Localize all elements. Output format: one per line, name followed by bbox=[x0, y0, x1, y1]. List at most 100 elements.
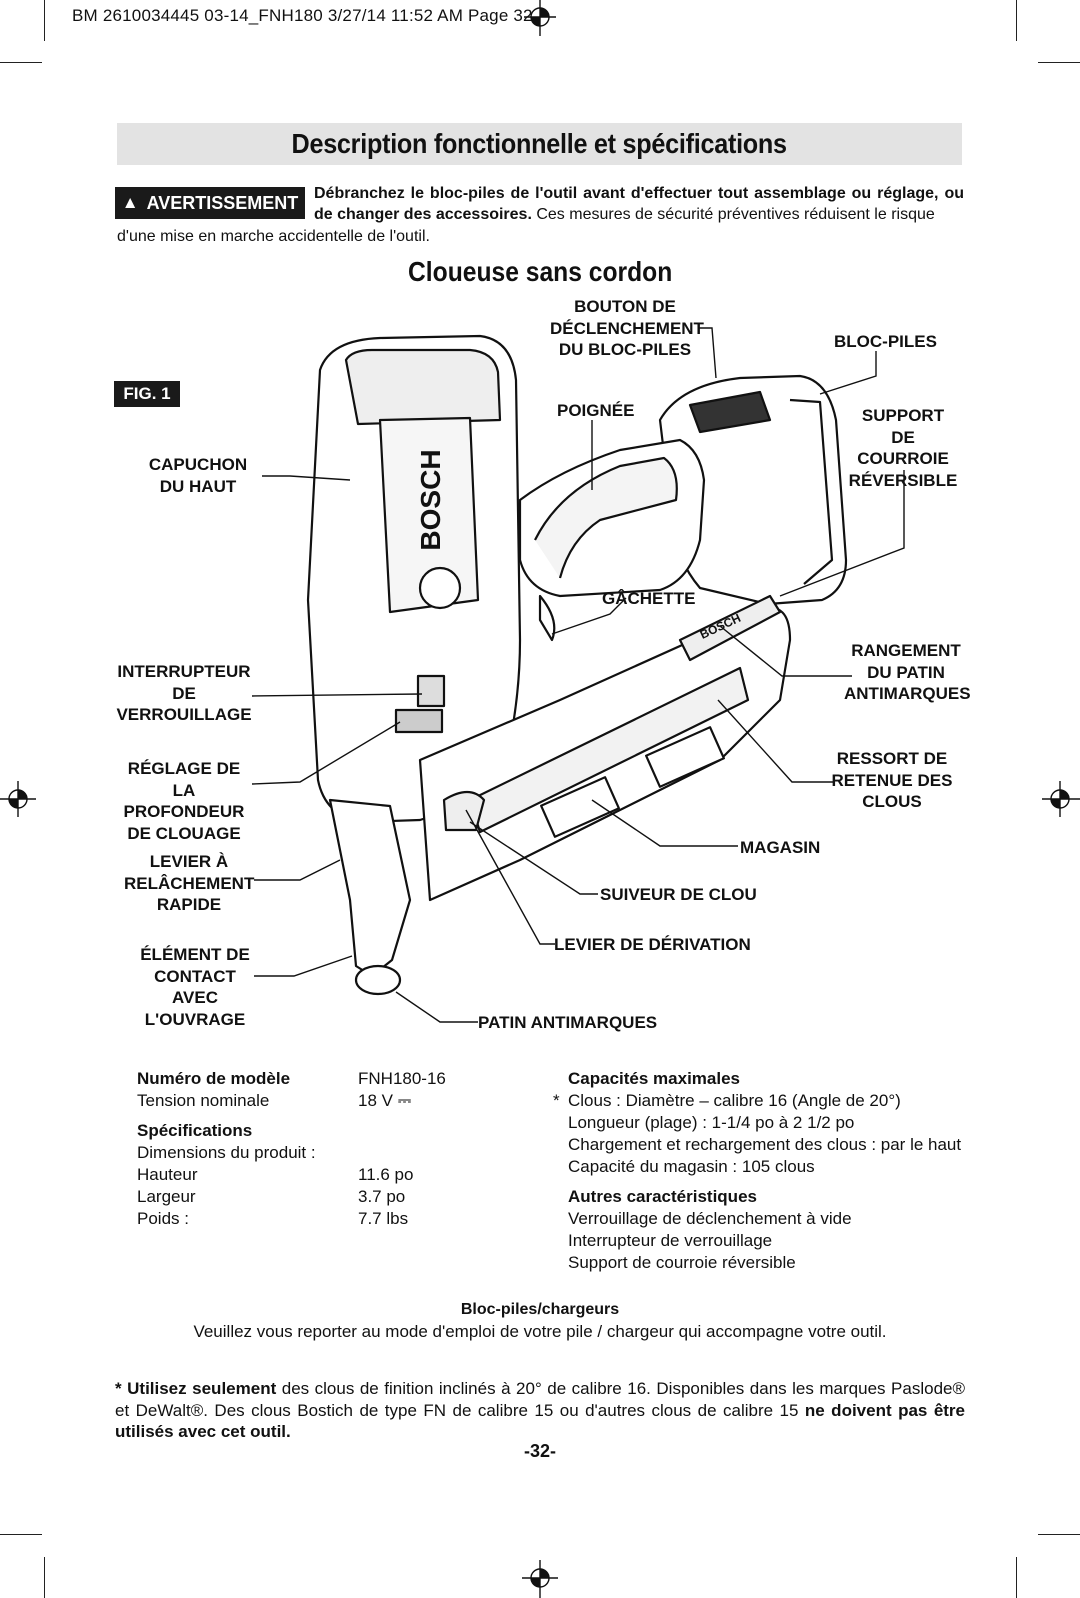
nose-piece bbox=[328, 798, 412, 978]
callout-line: BOUTON DE bbox=[574, 297, 676, 316]
callout-line: CONTACT AVEC bbox=[154, 966, 236, 1008]
figure-subtitle: Cloueuse sans cordon bbox=[0, 256, 1080, 288]
callout-line: RELÂCHEMENT bbox=[124, 873, 255, 893]
other-heading: Autres caractéristiques bbox=[568, 1186, 757, 1208]
capacity-asterisk: * bbox=[553, 1091, 560, 1110]
depth-adjust bbox=[394, 708, 444, 734]
spec-weight-value: 7.7 lbs bbox=[358, 1209, 409, 1228]
nail-pusher bbox=[442, 790, 486, 832]
warning-badge: ▲ AVERTISSEMENT bbox=[115, 187, 305, 219]
warning-plain-text: Ces mesures de sécurité préventives rédu… bbox=[531, 206, 935, 223]
callout-line: CLOUS bbox=[862, 792, 922, 811]
footnote-star: * bbox=[115, 1379, 128, 1398]
footnote-bold-1: Utilisez seulement bbox=[127, 1379, 277, 1398]
spec-width-value: 3.7 po bbox=[358, 1187, 406, 1206]
callout-pad-storage: RANGEMENT DU PATIN ANTIMARQUES bbox=[844, 640, 971, 705]
capacity-item: Chargement et rechargement des clous : p… bbox=[568, 1135, 962, 1154]
trigger bbox=[538, 594, 556, 642]
footnote-bold-2: ne doivent pas être utilisés avec cet ou… bbox=[115, 1400, 966, 1442]
callout-handle: POIGNÉE bbox=[557, 401, 635, 420]
spec-weight-label: Poids : bbox=[137, 1209, 189, 1228]
section-title: Description fonctionnelle et spécificati… bbox=[291, 128, 788, 159]
callout-line: LA PROFONDEUR bbox=[123, 780, 245, 822]
callout-line: DE CLOUAGE bbox=[127, 823, 241, 843]
figure-label: FIG. 1 bbox=[114, 381, 180, 407]
warning-triangle-icon: ▲ bbox=[121, 193, 139, 212]
callout-bypass-lever: LEVIER DE DÉRIVATION bbox=[554, 935, 751, 954]
callout-line: RÉGLAGE DE bbox=[127, 759, 241, 778]
callout-no-mar-pad: PATIN ANTIMARQUES bbox=[478, 1013, 658, 1032]
no-mar-pad bbox=[354, 964, 402, 996]
spec-width-label: Largeur bbox=[137, 1187, 196, 1206]
callout-line: RANGEMENT bbox=[851, 641, 961, 660]
battery-text: Veuillez vous reporter au mode d'emploi … bbox=[193, 1322, 887, 1341]
callout-nail-pusher: SUIVEUR DE CLOU bbox=[600, 885, 757, 904]
capacity-item: Longueur (plage) : 1-1/4 po à 2 1/2 po bbox=[568, 1113, 855, 1132]
callout-top-cap: CAPUCHON DU HAUT bbox=[148, 454, 248, 497]
footnote: * Utilisez seulement des clous de finiti… bbox=[115, 1378, 965, 1443]
footnote-text: des clous de finition inclinés à 20° de … bbox=[115, 1379, 965, 1420]
other-item: Verrouillage de déclenchement à vide bbox=[568, 1209, 852, 1228]
leader-lines bbox=[251, 327, 905, 1023]
warning-badge-label: AVERTISSEMENT bbox=[146, 192, 299, 213]
callout-line: RESSORT DE bbox=[836, 749, 948, 768]
other-item: Interrupteur de verrouillage bbox=[568, 1231, 773, 1250]
callout-line: ANTIMARQUES bbox=[844, 684, 971, 703]
callout-line: SUPPORT DE bbox=[861, 406, 945, 447]
callout-battery-pack: BLOC-PILES bbox=[834, 332, 937, 351]
spec-height-label: Hauteur bbox=[137, 1165, 198, 1184]
spec-heading: Spécifications bbox=[137, 1120, 252, 1142]
callout-belt-hook: SUPPORT DE COURROIE RÉVERSIBLE bbox=[848, 405, 958, 491]
callout-depth-adjust: RÉGLAGE DE LA PROFONDEUR DE CLOUAGE bbox=[114, 758, 254, 844]
spec-model-label: Numéro de modèle bbox=[137, 1068, 290, 1090]
callout-quick-release: LEVIER À RELÂCHEMENT RAPIDE bbox=[124, 851, 254, 916]
callout-line: RÉVERSIBLE bbox=[848, 470, 958, 490]
capacity-heading-text: Capacités maximales bbox=[568, 1069, 740, 1088]
callout-line: ÉLÉMENT DE bbox=[140, 945, 250, 964]
callout-battery-release: BOUTON DE DÉCLENCHEMENT DU BLOC-PILES bbox=[550, 296, 704, 361]
spec-voltage-value: 18 V ⎓ bbox=[358, 1091, 412, 1110]
callout-line: VERROUILLAGE bbox=[116, 705, 252, 724]
battery-heading: Bloc-piles/chargeurs bbox=[460, 1301, 620, 1318]
page-number: -32- bbox=[523, 1441, 556, 1461]
callout-line: DÉCLENCHEMENT bbox=[550, 318, 704, 338]
capacity-heading: Capacités maximales bbox=[568, 1068, 740, 1090]
spec-voltage-label: Tension nominale bbox=[137, 1091, 270, 1110]
callout-line: RETENUE DES bbox=[831, 770, 953, 790]
capacity-item: Clous : Diamètre – calibre 16 (Angle de … bbox=[568, 1091, 901, 1110]
spec-height-value: 11.6 po bbox=[358, 1165, 414, 1184]
callout-line: INTERRUPTEUR DE bbox=[117, 662, 251, 703]
warning-bold-text: Débranchez le bloc-piles de l'outil avan… bbox=[314, 185, 964, 223]
callout-line: COURROIE bbox=[857, 449, 949, 468]
callout-line: RAPIDE bbox=[156, 895, 222, 914]
callout-lockout-switch: INTERRUPTEUR DE VERROUILLAGE bbox=[104, 661, 264, 726]
callout-trigger: GÂCHETTE bbox=[602, 589, 696, 608]
spec-heading-text: Spécifications bbox=[137, 1121, 253, 1140]
callout-line: LEVIER À bbox=[149, 852, 229, 871]
section-title-bar: Description fonctionnelle et spécificati… bbox=[117, 123, 962, 165]
warning-continuation: d'une mise en marche accidentelle de l'o… bbox=[117, 228, 430, 245]
lockout-switch bbox=[416, 674, 446, 708]
figure-subtitle-text: Cloueuse sans cordon bbox=[407, 256, 673, 287]
spec-model-label-text: Numéro de modèle bbox=[137, 1069, 291, 1088]
other-item: Support de courroie réversible bbox=[568, 1253, 796, 1272]
warning-text: Débranchez le bloc-piles de l'outil avan… bbox=[314, 183, 964, 225]
callout-magazine: MAGASIN bbox=[740, 838, 821, 857]
print-slug: BM 2610034445 03-14_FNH180 3/27/14 11:52… bbox=[72, 6, 533, 25]
brand-mark-body: BOSCH bbox=[415, 449, 446, 550]
callout-line: DU PATIN bbox=[867, 662, 945, 682]
callout-contact-element: ÉLÉMENT DE CONTACT AVEC L'OUVRAGE bbox=[132, 944, 258, 1030]
callout-line: CAPUCHON bbox=[148, 455, 248, 474]
callout-nail-retainer: RESSORT DE RETENUE DES CLOUS bbox=[830, 748, 954, 813]
spec-model-value: FNH180-16 bbox=[358, 1069, 446, 1088]
brand-badge bbox=[418, 566, 462, 610]
callout-line: L'OUVRAGE bbox=[144, 1009, 246, 1029]
callout-line: DU HAUT bbox=[159, 476, 237, 496]
other-heading-text: Autres caractéristiques bbox=[568, 1187, 757, 1206]
callout-line: DU BLOC-PILES bbox=[558, 340, 692, 359]
spec-dimensions-label: Dimensions du produit : bbox=[137, 1143, 316, 1162]
capacity-item: Capacité du magasin : 105 clous bbox=[568, 1157, 815, 1176]
belt-hook bbox=[678, 594, 782, 662]
